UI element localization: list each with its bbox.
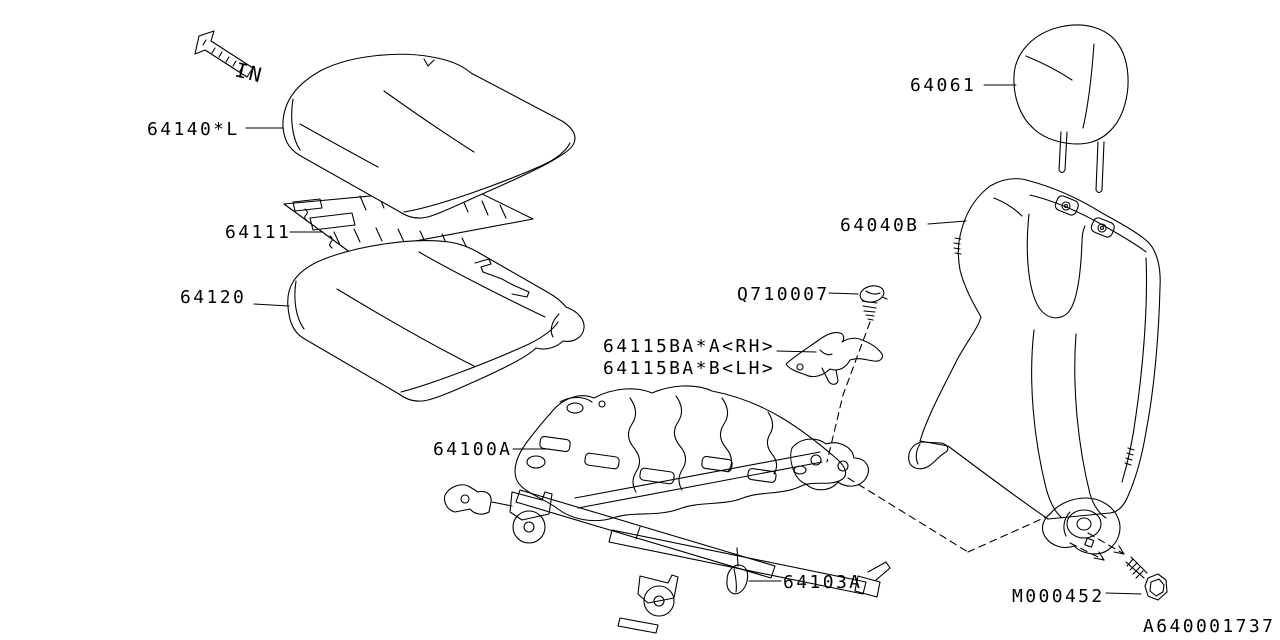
label-screw[interactable]: Q710007 xyxy=(737,284,830,305)
leader-lines xyxy=(245,84,1142,595)
label-frame[interactable]: 64100A xyxy=(433,439,512,460)
slide-rail-clip-drawing xyxy=(726,547,749,595)
hinge-cover-drawing xyxy=(785,332,884,385)
bolt-drawing xyxy=(1125,556,1168,601)
label-heater-mat[interactable]: 64111 xyxy=(225,222,291,243)
in-direction-label: IN xyxy=(233,58,266,88)
seat-frame-drawing xyxy=(443,385,891,634)
screw-drawing xyxy=(859,285,888,321)
seat-cushion-pad-drawing xyxy=(287,240,585,402)
label-seat-back[interactable]: 64040B xyxy=(840,215,919,236)
label-hinge-cover-lh[interactable]: 64115BA*B<LH> xyxy=(603,358,775,379)
assembly-reference-dashed-lines xyxy=(826,321,1125,561)
seat-back-drawing xyxy=(908,178,1161,555)
label-cushion-pad[interactable]: 64120 xyxy=(180,287,246,308)
label-hinge-cover-rh[interactable]: 64115BA*A<RH> xyxy=(603,336,775,357)
label-bolt[interactable]: M000452 xyxy=(1012,586,1105,607)
label-clip[interactable]: 64103A xyxy=(783,572,862,593)
seat-cushion-cover-drawing xyxy=(282,53,576,219)
drawing-number: A640001737 xyxy=(1143,616,1275,637)
dashed-arrowheads xyxy=(1093,545,1125,561)
label-headrest[interactable]: 64061 xyxy=(910,75,976,96)
label-cushion-cover[interactable]: 64140*L xyxy=(147,119,240,140)
headrest-drawing xyxy=(1013,24,1129,194)
in-direction-arrow-icon xyxy=(194,30,254,78)
